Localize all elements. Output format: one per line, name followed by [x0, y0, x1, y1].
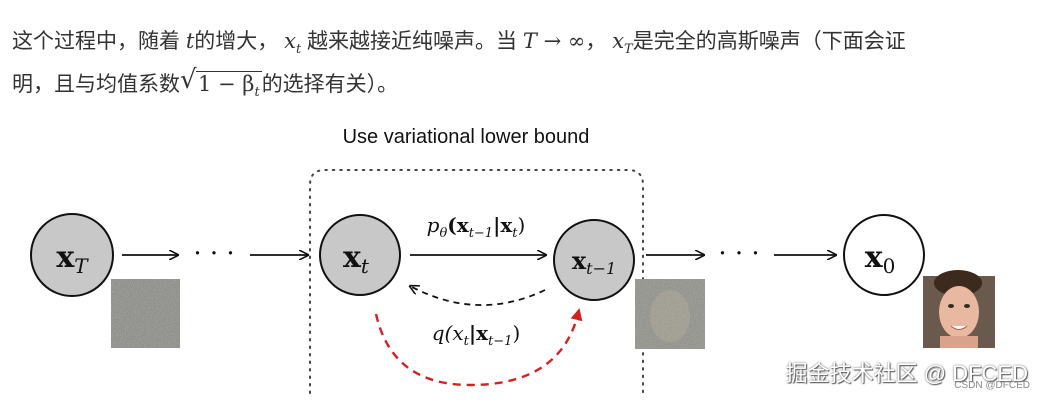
text-segment: 越来越接近纯噪声。当	[301, 30, 523, 53]
math-sqrt: √1 − βt	[180, 65, 262, 110]
node-xT: xT	[30, 213, 114, 297]
q-label: q(xt|xt−1)	[432, 321, 521, 349]
text-segment: 的选择有关）。	[261, 73, 399, 97]
math-sub: t	[295, 42, 302, 58]
p-theta-label: pθ(xt−1|xt)	[427, 213, 526, 241]
sqrt-text: 1 − β	[198, 72, 255, 97]
watermark-juejin: 掘金技术社区 @ DFCED	[785, 361, 1028, 386]
watermark-csdn: CSDN @DFCED	[954, 380, 1030, 391]
face-mouth	[950, 325, 968, 330]
face-neck	[940, 336, 978, 348]
noise-texture-xT	[111, 279, 180, 348]
math-base: x	[612, 29, 625, 53]
ellipsis-right: · · ·	[718, 239, 759, 269]
math-sub: T	[624, 42, 633, 58]
node-xt: xt	[319, 214, 401, 296]
text-segment: 这个过程中，随着	[12, 30, 186, 53]
sqrt-sub: t	[254, 85, 260, 101]
math-xT: xT	[612, 29, 633, 57]
face-skin	[939, 286, 979, 338]
text-segment: 的增大，	[194, 30, 279, 53]
node-xt-1-label: xt−1	[572, 246, 616, 278]
intro-paragraph: 这个过程中，随着 t的增大， xt 越来越接近纯噪声。当 T → ∞， xT是完…	[12, 24, 1022, 110]
ellipsis-left: · · ·	[193, 239, 234, 269]
red-forward-arrow	[374, 308, 583, 387]
text-segment: 明，且与均值系数	[12, 73, 180, 97]
text-segment: 是完全的高斯噪声（下面会证	[632, 30, 906, 53]
paragraph-line-1: 这个过程中，随着 t的增大， xt 越来越接近纯噪声。当 T → ∞， xT是完…	[12, 24, 1022, 67]
node-xt-label: xt	[343, 240, 370, 278]
noise-texture-xt-1	[635, 279, 705, 349]
node-x0-label: x0	[865, 240, 896, 278]
dotted-bound-box	[309, 169, 644, 394]
node-xT-label: xT	[56, 240, 89, 278]
math-limit: T → ∞	[522, 29, 586, 53]
math-xt: xt	[284, 29, 301, 57]
node-x0: x0	[843, 214, 925, 296]
node-xt-1-circle	[553, 219, 635, 301]
face-image-x0	[923, 270, 995, 348]
sqrt-radical: √	[180, 65, 197, 96]
node-xt-circle	[319, 214, 401, 296]
paragraph-line-2: 明，且与均值系数√1 − βt的选择有关）。	[12, 65, 1022, 110]
diagram-title: Use variational lower bound	[343, 126, 590, 148]
dashed-reverse-arrow	[410, 286, 546, 306]
math-t: t	[185, 29, 195, 53]
face-eye-left	[948, 304, 954, 308]
sqrt-content: 1 − βt	[196, 71, 262, 100]
face-eye-right	[964, 304, 970, 308]
math-base: x	[284, 29, 296, 53]
node-x0-circle	[843, 214, 925, 296]
node-xT-circle	[30, 213, 114, 297]
node-xt-1: xt−1	[553, 219, 635, 301]
face-hair	[934, 270, 982, 296]
text-segment: ，	[585, 30, 607, 53]
